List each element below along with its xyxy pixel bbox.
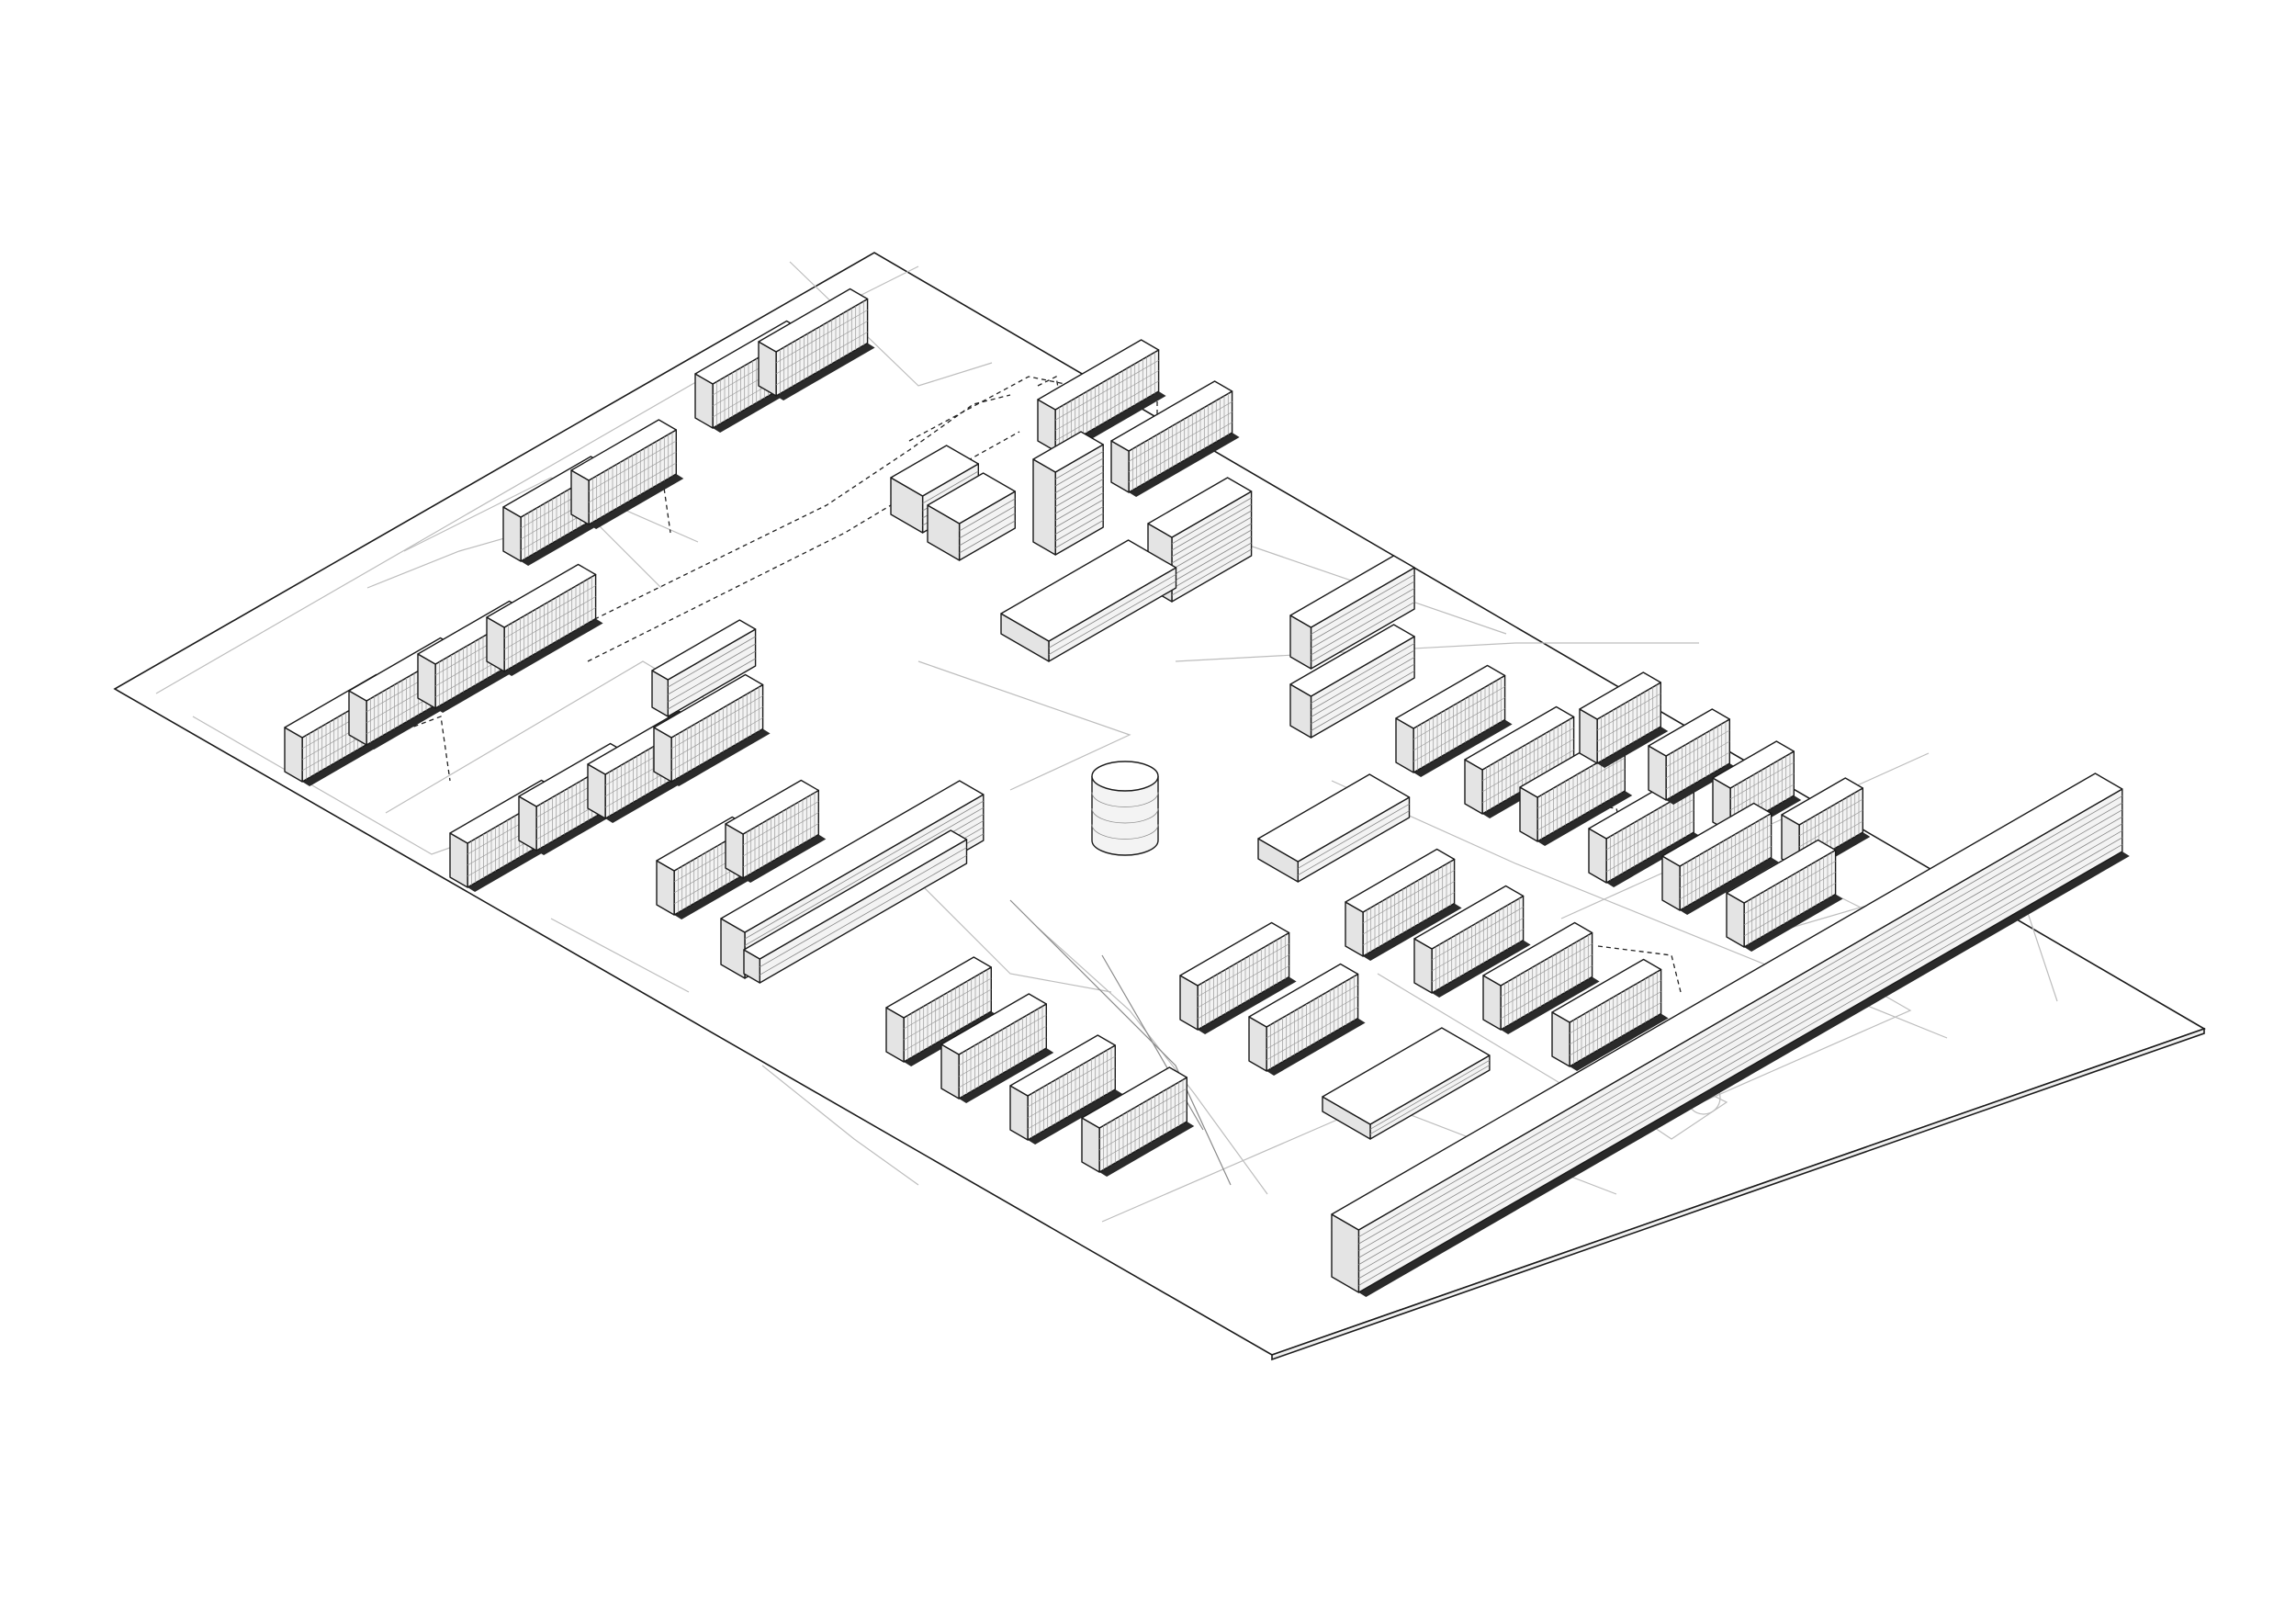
curved-pavilion [1257,773,1411,883]
residential-block-18 [1081,1066,1195,1177]
residential-block-2 [758,288,875,400]
residential-block-4 [570,419,684,529]
residential-block-12 [653,673,771,786]
residential-block-14 [725,779,827,883]
residential-block-17 [1009,1034,1123,1145]
residential-block-38 [1110,380,1240,497]
residential-block-8 [486,563,603,676]
residential-block-34 [1726,839,1843,952]
residential-block-29 [1579,671,1669,768]
residential-block-21 [1345,848,1462,961]
residential-block-20 [1248,963,1366,1076]
cylinder-tower [1091,761,1159,856]
residential-block-23 [1482,921,1600,1034]
residential-block-16 [940,993,1054,1103]
sports-hall [1322,1027,1491,1140]
residential-block-24 [1551,958,1669,1071]
entry-block [651,619,757,717]
buildings-layer [284,288,2130,1297]
raised-plaza-deck [1000,539,1177,662]
residential-block-33 [1661,802,1779,915]
residential-block-22 [1413,885,1531,998]
cross-block-b [927,472,1017,561]
linear-building-west-lower [743,829,968,984]
gable-block-north [1289,555,1415,670]
tower-block [1032,431,1104,556]
residential-block-25 [1395,664,1513,777]
gable-block-south [1289,624,1415,739]
residential-block-19 [1179,921,1297,1034]
long-perimeter-building [1331,773,2130,1297]
